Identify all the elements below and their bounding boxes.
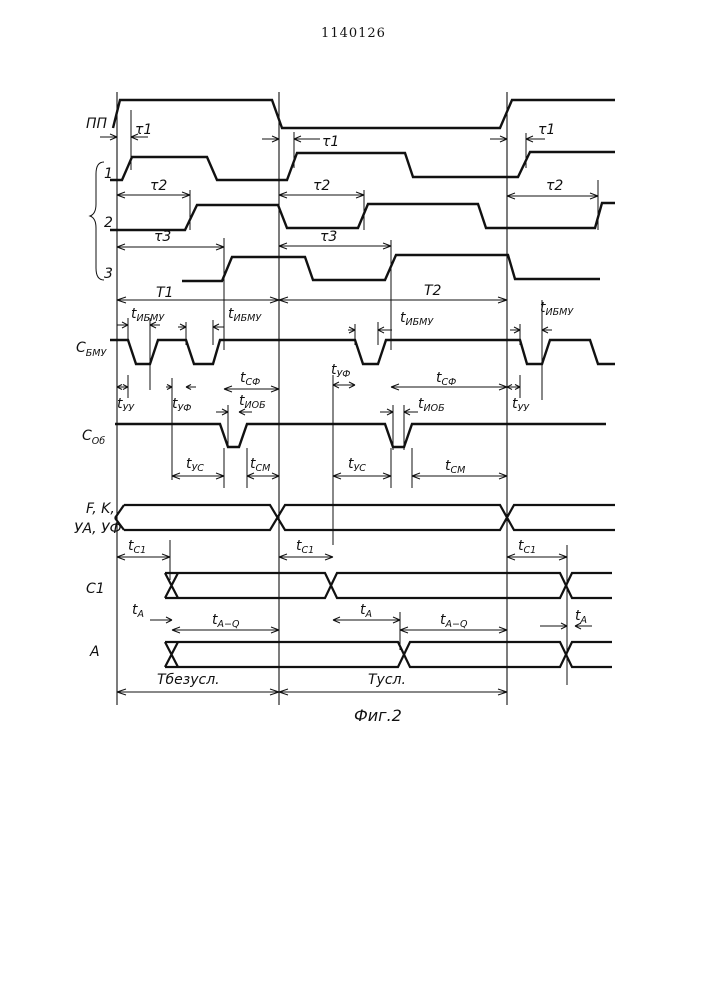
iob-label-1: tИОБ <box>239 393 266 411</box>
group-brace <box>90 162 104 280</box>
waveform-2 <box>110 203 615 230</box>
ibmu-label-3: tИБМУ <box>400 310 434 328</box>
label-pp: ПП <box>86 116 108 132</box>
tc1-markers: tС1 tС1 tС1 <box>117 538 567 685</box>
label-fk: F, K, <box>86 501 115 517</box>
tau1-label-3: τ1 <box>538 122 555 138</box>
taq-label-1: tA−Q <box>212 612 240 630</box>
tsm-label-1: tСМ <box>250 456 270 474</box>
tau3-label-2: τ3 <box>320 229 337 245</box>
waveform-sob <box>115 424 606 447</box>
tc1-label-3: tС1 <box>518 538 536 556</box>
label-sbmu: CБМУ <box>76 340 107 359</box>
tsf-label-2: tСФ <box>436 370 456 388</box>
label-c1: C1 <box>86 581 105 597</box>
tau2-label-1: τ2 <box>150 178 167 194</box>
tus-tsm-markers: tУС tСМ tУС tСМ <box>172 448 507 488</box>
waveform-1 <box>110 152 615 180</box>
tus-label-2: tУС <box>348 456 366 474</box>
label-2: 2 <box>104 215 113 231</box>
tau2-label-3: τ2 <box>546 178 563 194</box>
ta-label-2: tA <box>360 602 372 620</box>
tau1-label-1: τ1 <box>135 122 152 138</box>
tuu-label-1: tУУ <box>117 396 135 414</box>
tsf-label-1: tСФ <box>240 370 260 388</box>
label-sob: CОб <box>82 428 105 447</box>
tau1-markers: τ1 τ1 τ1 <box>100 110 555 170</box>
t2-label: T2 <box>424 283 442 299</box>
ta-label-1: tA <box>132 602 144 620</box>
t1-label: T1 <box>156 285 173 301</box>
waveform-fk-bus <box>115 505 615 530</box>
taq-label-2: tA−Q <box>440 612 468 630</box>
tau3-label-1: τ3 <box>154 229 171 245</box>
tuu-label-2: tУУ <box>512 396 530 414</box>
ibmu-label-1: tИБМУ <box>131 306 165 324</box>
t-bezusl-label: Тбезусл. <box>157 672 220 688</box>
tc1-label-1: tС1 <box>128 538 146 556</box>
ta-label-3: tA <box>575 608 587 626</box>
tau1-label-2: τ1 <box>322 134 339 150</box>
ibmu-label-4: tИБМУ <box>540 300 574 318</box>
label-ua-uf: УА, УФ <box>74 521 122 537</box>
figure-caption: Фиг.2 <box>354 706 402 725</box>
iob-markers: tИОБ tИОБ <box>216 393 445 450</box>
tuu-tuf-markers: tУУ tУФ tСФ tУФ tСФ tУУ <box>117 362 530 545</box>
label-a: A <box>89 644 100 660</box>
tau2-label-2: τ2 <box>313 178 330 194</box>
tuf-label-1: tУФ <box>172 396 191 414</box>
tus-label-1: tУС <box>186 456 204 474</box>
tc1-label-2: tС1 <box>296 538 314 556</box>
waveform-a <box>165 642 612 667</box>
label-3: 3 <box>104 266 113 282</box>
waveform-c1 <box>165 573 612 598</box>
iob-label-2: tИОБ <box>418 396 445 414</box>
ibmu-label-2: tИБМУ <box>228 306 262 324</box>
t-usl-label: Tусл. <box>368 672 406 688</box>
tsm-label-2: tСМ <box>445 458 465 476</box>
cycle-markers: Тбезусл. Tусл. <box>117 672 507 695</box>
period-markers: T1 T2 <box>117 283 507 303</box>
tuf-label-2: tУФ <box>331 362 350 380</box>
